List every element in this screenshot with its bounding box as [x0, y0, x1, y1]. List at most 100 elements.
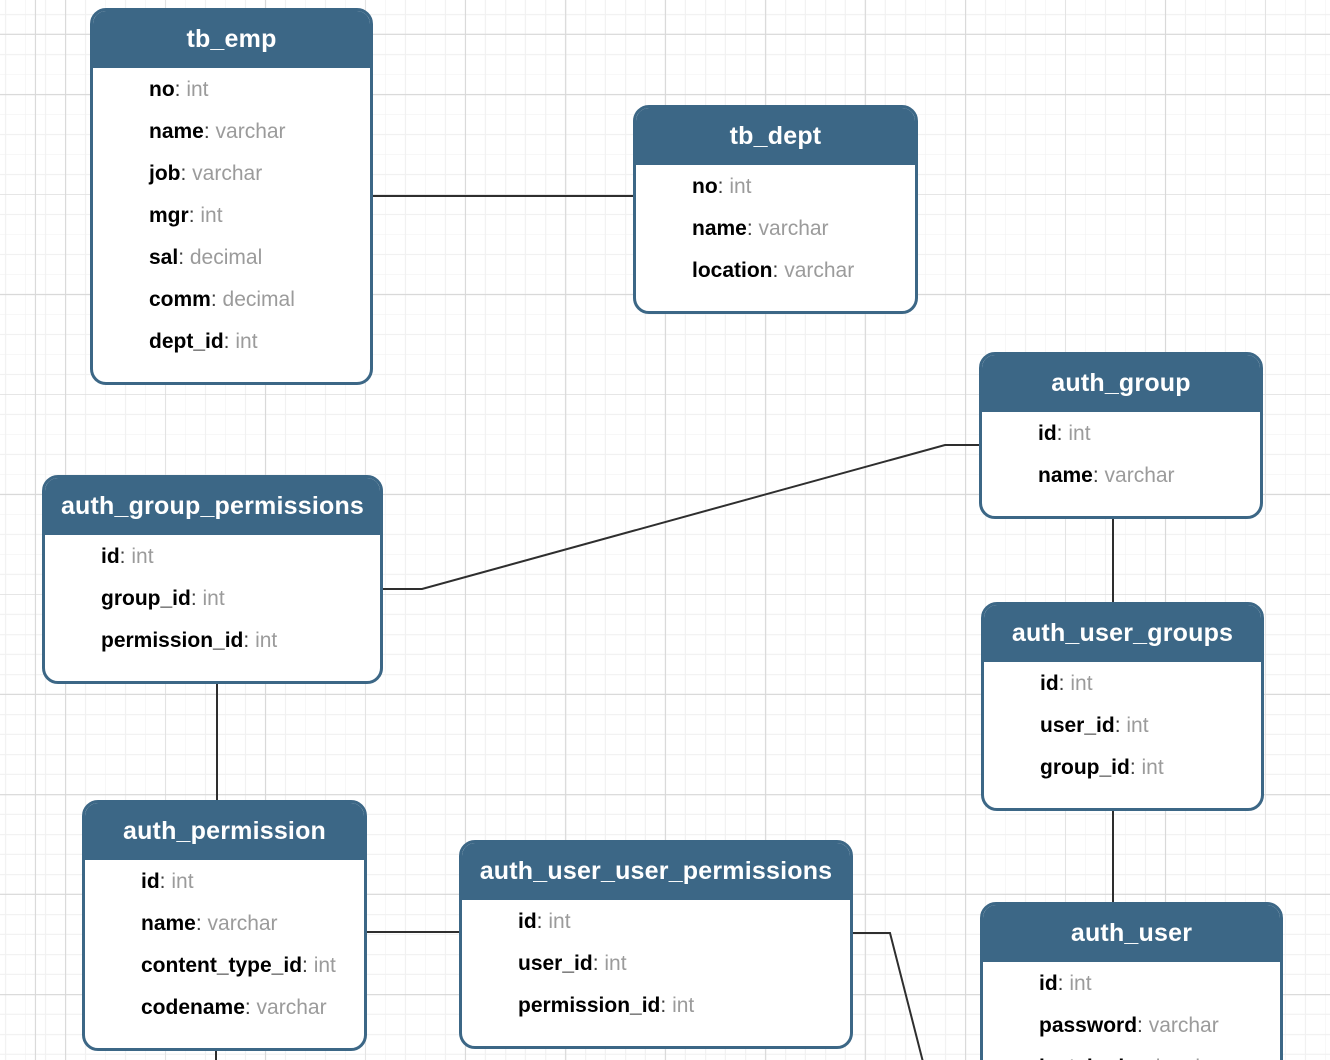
field-type: varchar [207, 912, 278, 935]
field-name: mgr [149, 204, 189, 227]
field-name: dept_id [149, 330, 224, 353]
field-name: password [1039, 1014, 1138, 1037]
field-colon: : [1114, 714, 1127, 737]
field-name: id [1040, 672, 1059, 695]
field-type: int [729, 175, 752, 198]
field-name: name [149, 120, 204, 143]
field-type: int [131, 545, 154, 568]
field-row-codename[interactable]: codename: varchar [141, 987, 354, 1029]
table-title[interactable]: auth_user [983, 905, 1280, 962]
field-type: varchar [256, 996, 327, 1019]
field-row-id[interactable]: id: int [518, 901, 840, 943]
field-name: no [149, 78, 175, 101]
field-name: group_id [101, 587, 191, 610]
field-row-dept_id[interactable]: dept_id: int [149, 321, 360, 363]
table-title[interactable]: auth_group [982, 355, 1260, 412]
field-colon: : [119, 545, 132, 568]
field-name: permission_id [101, 629, 244, 652]
field-name: last_login [1039, 1056, 1137, 1060]
table-title[interactable]: auth_group_permissions [45, 478, 380, 535]
field-row-comm[interactable]: comm: decimal [149, 279, 360, 321]
field-colon: : [746, 217, 759, 240]
field-row-user_id[interactable]: user_id: int [1040, 705, 1251, 747]
field-type: int [186, 78, 209, 101]
field-row-name[interactable]: name: varchar [692, 208, 905, 250]
field-type: int [548, 910, 571, 933]
field-row-id[interactable]: id: int [141, 861, 354, 903]
field-name: id [141, 870, 160, 893]
field-type: datetime [1149, 1056, 1230, 1060]
field-colon: : [210, 288, 223, 311]
field-row-group_id[interactable]: group_id: int [1040, 747, 1251, 789]
field-type: int [200, 204, 223, 227]
field-row-permission_id[interactable]: permission_id: int [101, 620, 370, 662]
field-row-last_login[interactable]: last_login: datetime [1039, 1047, 1270, 1060]
field-row-id[interactable]: id: int [101, 536, 370, 578]
field-colon: : [244, 996, 257, 1019]
table-title[interactable]: tb_emp [93, 11, 370, 68]
field-name: name [1038, 464, 1093, 487]
field-row-sal[interactable]: sal: decimal [149, 237, 360, 279]
field-name: codename [141, 996, 245, 1019]
field-colon: : [1129, 756, 1142, 779]
field-row-user_id[interactable]: user_id: int [518, 943, 840, 985]
field-row-name[interactable]: name: varchar [141, 903, 354, 945]
field-type: int [202, 587, 225, 610]
field-colon: : [1058, 672, 1071, 695]
field-type: varchar [192, 162, 263, 185]
relationship-auth_group_permissions-to-auth_group[interactable] [380, 444, 985, 590]
table-title[interactable]: auth_user_user_permissions [462, 843, 850, 900]
field-row-no[interactable]: no: int [692, 166, 905, 208]
table-title[interactable]: auth_user_groups [984, 605, 1261, 662]
field-row-name[interactable]: name: varchar [149, 111, 360, 153]
field-name: permission_id [518, 994, 661, 1017]
field-row-content_type_id[interactable]: content_type_id: int [141, 945, 354, 987]
relationship-auth_user_user_permissions-to-off_canvas_bottom[interactable] [850, 932, 924, 1060]
field-name: id [1038, 422, 1057, 445]
field-type: int [1141, 756, 1164, 779]
field-colon: : [223, 330, 236, 353]
field-colon: : [180, 162, 193, 185]
field-colon: : [174, 78, 187, 101]
table-title[interactable]: auth_permission [85, 803, 364, 860]
field-name: no [692, 175, 718, 198]
field-name: content_type_id [141, 954, 303, 977]
field-row-id[interactable]: id: int [1039, 963, 1270, 1005]
field-colon: : [1057, 972, 1070, 995]
field-row-job[interactable]: job: varchar [149, 153, 360, 195]
field-row-mgr[interactable]: mgr: int [149, 195, 360, 237]
field-row-group_id[interactable]: group_id: int [101, 578, 370, 620]
field-type: int [171, 870, 194, 893]
field-row-location[interactable]: location: varchar [692, 250, 905, 292]
field-row-password[interactable]: password: varchar [1039, 1005, 1270, 1047]
field-row-permission_id[interactable]: permission_id: int [518, 985, 840, 1027]
field-row-id[interactable]: id: int [1038, 413, 1250, 455]
field-name: job [149, 162, 181, 185]
field-type: int [313, 954, 336, 977]
field-colon: : [188, 204, 201, 227]
field-name: id [518, 910, 537, 933]
field-colon: : [1056, 422, 1069, 445]
field-row-id[interactable]: id: int [1040, 663, 1251, 705]
field-row-name[interactable]: name: varchar [1038, 455, 1250, 497]
field-row-no[interactable]: no: int [149, 69, 360, 111]
field-colon: : [302, 954, 314, 977]
field-colon: : [660, 994, 673, 1017]
table-title[interactable]: tb_dept [636, 108, 915, 165]
field-colon: : [243, 629, 256, 652]
field-type: varchar [1148, 1014, 1219, 1037]
field-type: int [1126, 714, 1149, 737]
field-name: location [692, 259, 773, 282]
